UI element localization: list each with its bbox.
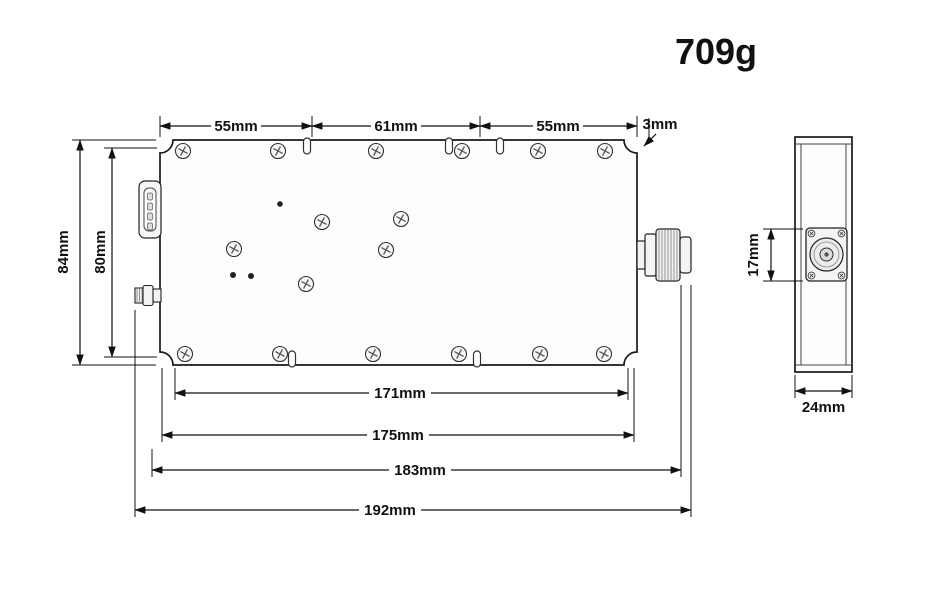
dim-top: 55mm 61mm 55mm 3mm [159,116,678,147]
screw-icon [364,345,382,363]
db-connector [138,180,162,239]
dim-label-top-2: 61mm [371,117,421,135]
svg-text:80mm: 80mm [92,230,109,273]
screw-icon [392,210,410,228]
screw-icon [176,345,194,363]
enclosure-outline [159,139,638,366]
pin-dots [230,201,283,279]
screw-icon [807,271,816,280]
dim-label-connector-height: 17mm [744,230,762,280]
dim-bottom: 171mm 175mm 183mm 192mm [134,285,692,519]
svg-text:3mm: 3mm [642,116,677,133]
dim-label-top-3: 55mm [533,117,583,135]
weight-label: 709g [675,31,757,72]
screw-icon [271,345,289,363]
slot-icon [444,137,454,155]
svg-text:192mm: 192mm [364,502,416,519]
svg-text:55mm: 55mm [214,118,257,135]
screw-icon [807,229,816,238]
screw-icon [450,345,468,363]
n-connector [636,228,692,282]
dim-label-width-2: 175mm [367,426,429,444]
screw-icon [596,142,614,160]
dim-label-height-outer: 84mm [54,227,72,277]
slot-icon [302,137,312,155]
dim-label-lip: 3mm [642,116,677,133]
svg-text:171mm: 171mm [374,385,426,402]
screw-icon [269,142,287,160]
screw-icon [367,142,385,160]
slot-icon [287,350,297,368]
screw-icon [377,241,395,259]
svg-text:183mm: 183mm [394,462,446,479]
svg-text:55mm: 55mm [536,118,579,135]
dim-label-width-4: 192mm [359,501,421,519]
svg-text:175mm: 175mm [372,427,424,444]
screw-icon [595,345,613,363]
screw-icon [225,240,243,258]
connector-face [805,227,848,282]
top-view [134,137,692,368]
svg-text:61mm: 61mm [374,118,417,135]
side-view [794,136,853,373]
dim-left: 84mm 80mm [54,139,157,366]
slot-icon [472,350,482,368]
dim-label-height-inner: 80mm [91,227,109,277]
screw-icon [174,142,192,160]
dim-label-top-1: 55mm [211,117,261,135]
slot-icon [495,137,505,155]
screw-icon [297,275,315,293]
sma-connector [134,284,162,307]
dim-label-width-1: 171mm [369,384,431,402]
dim-side: 17mm 24mm [744,228,853,416]
svg-text:17mm: 17mm [745,233,762,276]
dim-label-depth: 24mm [802,399,845,416]
screw-icon [837,229,846,238]
screw-icon [453,142,471,160]
dim-label-width-3: 183mm [389,461,451,479]
screw-icon [529,142,547,160]
screw-icon [313,213,331,231]
svg-text:84mm: 84mm [55,230,72,273]
screw-icon [837,271,846,280]
screw-icon [531,345,549,363]
